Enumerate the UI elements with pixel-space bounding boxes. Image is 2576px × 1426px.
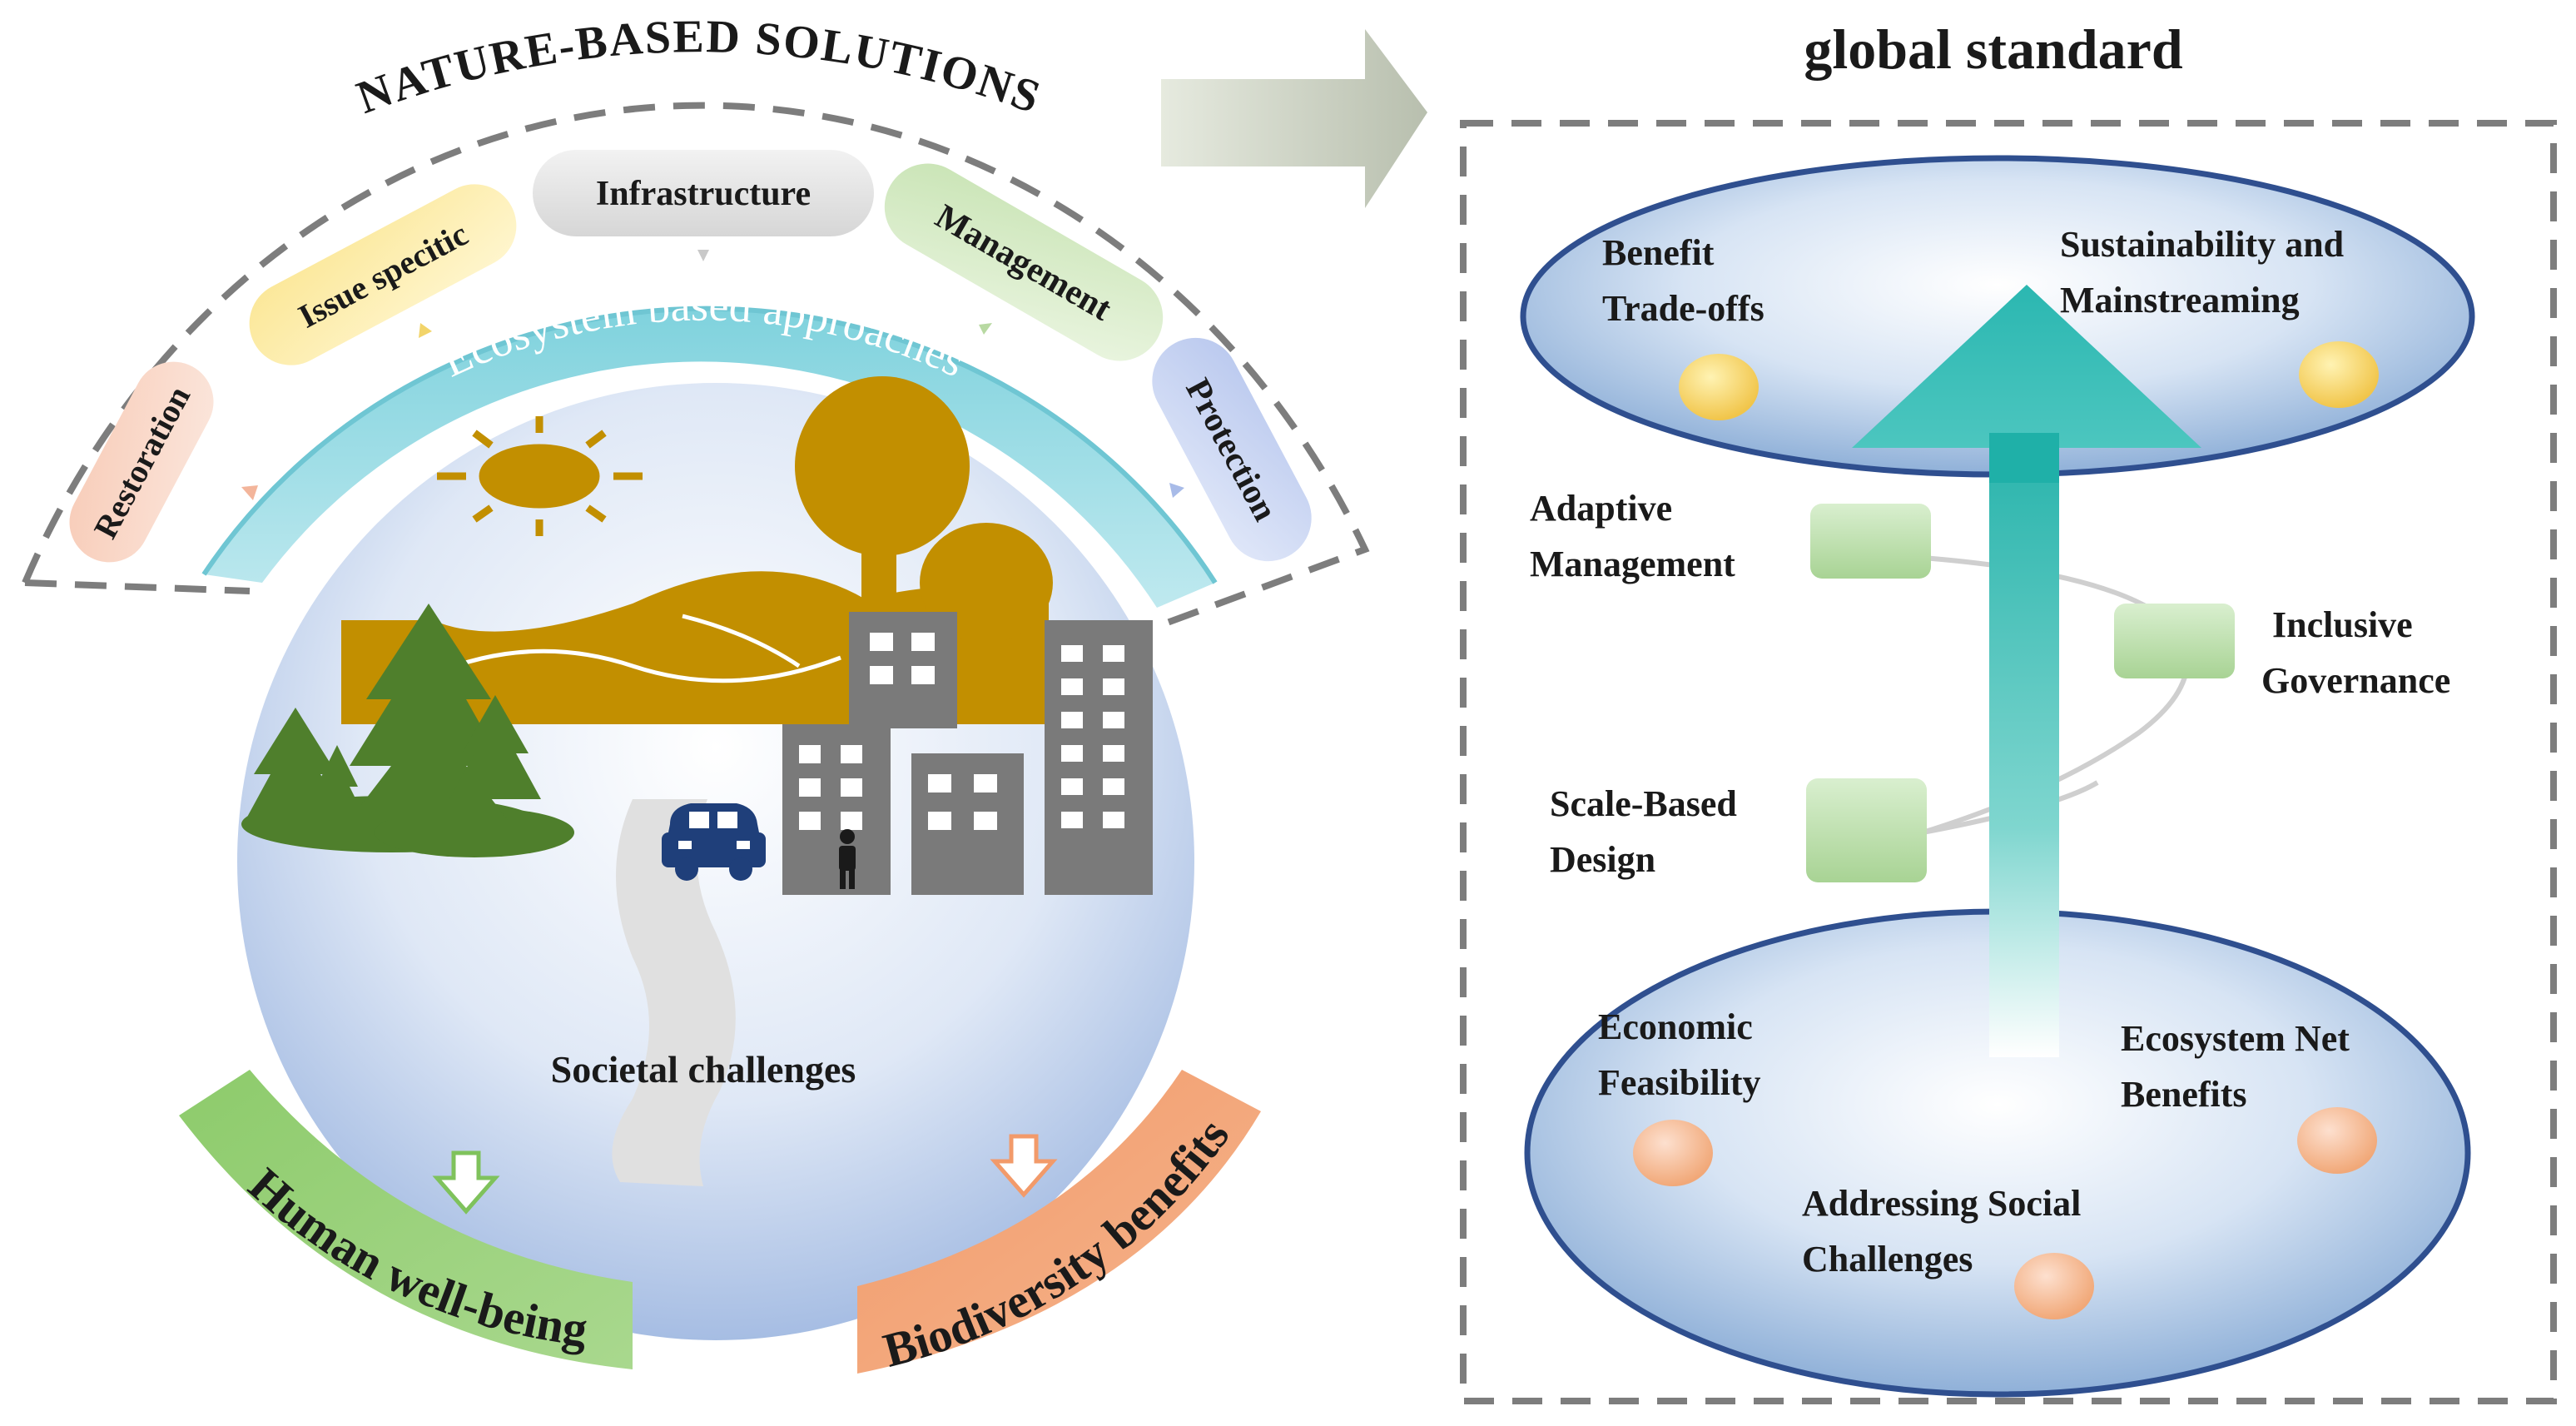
arrow-shaft [1989, 400, 2059, 1057]
adaptive-management-box [1810, 504, 1931, 579]
pill-pointer-arrows [241, 250, 1184, 500]
scale-based-design-box [1806, 778, 1927, 882]
economic-dot [1633, 1120, 1713, 1186]
ecosystem-band [204, 308, 1215, 608]
inclusive-governance-label: Inclusive Governance [2261, 604, 2450, 701]
biodiversity-ribbon [857, 1070, 1261, 1374]
economic-feasibility-label: Economic Feasibility [1598, 1006, 1762, 1103]
adaptive-management-label: Adaptive Management [1530, 488, 1735, 584]
pill-infrastructure: Infrastructure [533, 150, 874, 236]
pill-infrastructure-label: Infrastructure [596, 175, 811, 213]
nbs-left-panel: NATURE-BASED SOLUTIONS Ecosystem based a… [22, 11, 1370, 1378]
bottom-disc [1527, 912, 2468, 1394]
human-wellbeing-ribbon [179, 1070, 633, 1369]
addressing-social-challenges-label: Addressing Social Challenges [1802, 1183, 2090, 1279]
global-standard-title: global standard [1804, 17, 2183, 81]
global-standard-panel: global standard Benefit Trade-offs Susta… [1460, 17, 2557, 1404]
global-standard-frame [1460, 120, 2557, 1404]
sun-icon [437, 416, 643, 536]
down-arrow-icon [432, 1150, 500, 1215]
building-windows [799, 633, 1124, 830]
person-icon [839, 829, 856, 889]
ecosystem-dot [2297, 1107, 2377, 1174]
arrow-head [1852, 285, 2201, 448]
down-arrow-icon [990, 1134, 1058, 1198]
benefit-tradeoffs-label: Benefit Trade-offs [1602, 232, 1764, 329]
pine-trees [241, 604, 574, 857]
transition-arrow-icon [1161, 29, 1427, 208]
top-right-dot [2299, 341, 2379, 408]
inclusive-governance-box [2114, 604, 2235, 678]
road [612, 799, 736, 1186]
car-icon [662, 803, 766, 881]
sustainability-label: Sustainability and Mainstreaming [2060, 224, 2353, 320]
scale-based-design-label: Scale-Based Design [1550, 783, 1746, 880]
social-dot [2014, 1253, 2094, 1319]
scene-illustration [241, 376, 1153, 1186]
nbs-dashed-fan [22, 102, 1370, 636]
scene-label: Societal challenges [551, 1048, 856, 1091]
pill-restoration: Restoration [69, 361, 214, 563]
top-left-dot [1679, 354, 1759, 420]
nbs-dashed-fan-base [24, 579, 251, 594]
ecosystem-net-benefits-label: Ecosystem Net Benefits [2121, 1018, 2359, 1115]
